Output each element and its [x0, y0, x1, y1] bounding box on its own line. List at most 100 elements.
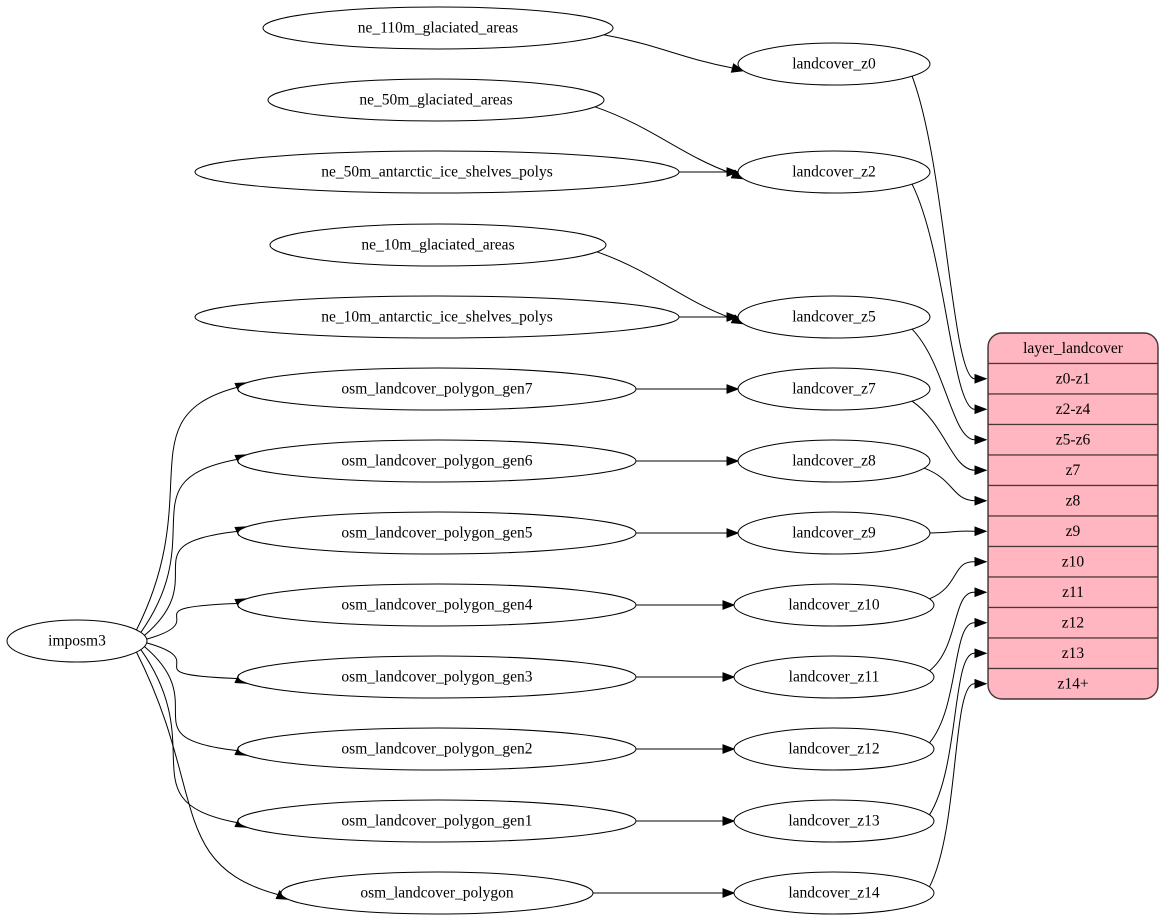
node-label: landcover_z11 — [789, 669, 880, 686]
edge-imposm3-to-osm_landcover_polygon_gen4 — [146, 603, 237, 640]
node-landcover_z10[interactable]: landcover_z10 — [733, 583, 935, 627]
node-label: landcover_z14 — [788, 885, 879, 902]
edge-arrowhead — [974, 678, 988, 689]
edge-arrowhead — [974, 587, 988, 598]
node-label: osm_landcover_polygon_gen5 — [341, 525, 532, 542]
node-ellipse — [737, 295, 931, 339]
node-landcover_z8[interactable]: landcover_z8 — [737, 439, 931, 483]
node-osm_landcover_polygon_gen2[interactable]: osm_landcover_polygon_gen2 — [237, 727, 637, 771]
node-osm_landcover_polygon_gen7[interactable]: osm_landcover_polygon_gen7 — [237, 367, 637, 411]
node-landcover_z0[interactable]: landcover_z0 — [737, 42, 931, 86]
node-label: landcover_z13 — [788, 813, 879, 830]
node-label: osm_landcover_polygon_gen1 — [341, 813, 532, 830]
table-row-z12[interactable] — [988, 606, 1158, 639]
node-ellipse — [269, 223, 607, 267]
edge-landcover_z2-to-z2-z4 — [911, 183, 975, 410]
edge-landcover_z11-to-z11 — [929, 591, 975, 672]
node-landcover_z9[interactable]: landcover_z9 — [737, 511, 931, 555]
node-osm_landcover_polygon_gen6[interactable]: osm_landcover_polygon_gen6 — [237, 439, 637, 483]
node-ellipse — [237, 655, 637, 699]
table-row-z5-z6[interactable] — [988, 423, 1158, 456]
node-ne_50m_antarctic_ice_shelves_polys[interactable]: ne_50m_antarctic_ice_shelves_polys — [194, 150, 680, 194]
node-osm_landcover_polygon[interactable]: osm_landcover_polygon — [280, 871, 594, 915]
edge-arrowhead — [722, 744, 736, 754]
edge-arrowhead — [722, 816, 736, 826]
node-ellipse — [733, 583, 935, 627]
node-ellipse — [737, 367, 931, 411]
node-ellipse — [194, 295, 680, 339]
table-row-label: z13 — [1062, 645, 1085, 662]
node-osm_landcover_polygon_gen1[interactable]: osm_landcover_polygon_gen1 — [237, 799, 637, 843]
table-row-z9[interactable] — [988, 515, 1158, 548]
layer-landcover-table[interactable]: layer_landcoverz0-z1z2-z4z5-z6z7z8z9z10z… — [987, 332, 1159, 700]
node-ne_10m_antarctic_ice_shelves_polys[interactable]: ne_10m_antarctic_ice_shelves_polys — [194, 295, 680, 339]
node-label: landcover_z10 — [788, 597, 879, 614]
node-landcover_z14[interactable]: landcover_z14 — [733, 871, 935, 915]
node-osm_landcover_polygon_gen3[interactable]: osm_landcover_polygon_gen3 — [237, 655, 637, 699]
node-ne_50m_glaciated_areas[interactable]: ne_50m_glaciated_areas — [267, 78, 605, 122]
node-label: osm_landcover_polygon_gen2 — [341, 741, 532, 758]
table-row-z11[interactable] — [988, 576, 1158, 609]
node-ellipse — [737, 150, 931, 194]
edge-landcover_z10-to-z10 — [929, 561, 975, 600]
node-ellipse — [237, 439, 637, 483]
table-outline — [987, 332, 1159, 700]
edge-arrowhead — [974, 404, 988, 415]
node-ellipse — [237, 367, 637, 411]
table-row-label: z9 — [1066, 523, 1081, 540]
node-landcover_z13[interactable]: landcover_z13 — [733, 799, 935, 843]
table-row-label: z8 — [1066, 492, 1081, 509]
table-row-z2-z4[interactable] — [988, 393, 1158, 426]
node-ellipse — [267, 78, 605, 122]
node-label: landcover_z0 — [792, 56, 876, 73]
node-osm_landcover_polygon_gen5[interactable]: osm_landcover_polygon_gen5 — [237, 511, 637, 555]
edge-arrowhead — [726, 384, 740, 394]
edge-arrowhead — [726, 528, 740, 538]
edge-imposm3-to-osm_landcover_polygon_gen6 — [140, 459, 237, 633]
edge-imposm3-to-osm_landcover_polygon_gen2 — [144, 646, 237, 751]
edge-arrowhead — [730, 63, 745, 73]
edge-arrowhead — [726, 312, 740, 322]
table-row-label: z0-z1 — [1056, 370, 1090, 387]
edge-imposm3-to-osm_landcover_polygon_gen5 — [144, 531, 237, 636]
table-row-z0-z1[interactable] — [988, 362, 1158, 395]
node-ellipse — [733, 655, 935, 699]
node-osm_landcover_polygon_gen4[interactable]: osm_landcover_polygon_gen4 — [237, 583, 637, 627]
node-label: ne_10m_antarctic_ice_shelves_polys — [321, 309, 553, 326]
edge-arrowhead — [722, 600, 736, 610]
node-ellipse — [237, 511, 637, 555]
node-label: osm_landcover_polygon_gen6 — [341, 453, 532, 470]
nodes-layer: imposm3 ne_110m_glaciated_areas ne_50m_gla… — [6, 6, 935, 915]
table-row-label: z12 — [1062, 614, 1084, 631]
node-label: osm_landcover_polygon — [360, 885, 514, 902]
table-row-z14+[interactable] — [988, 667, 1158, 700]
table-row-z8[interactable] — [988, 484, 1158, 517]
node-ellipse — [237, 727, 637, 771]
edge-imposm3-to-osm_landcover_polygon_gen3 — [146, 642, 237, 679]
node-label: ne_50m_glaciated_areas — [359, 92, 512, 109]
edges-layer — [136, 34, 988, 900]
node-ellipse — [733, 727, 935, 771]
node-landcover_z12[interactable]: landcover_z12 — [733, 727, 935, 771]
edge-landcover_z7-to-z7 — [911, 400, 975, 471]
node-ellipse — [194, 150, 680, 194]
node-label: landcover_z5 — [792, 309, 876, 326]
edge-ne_50m_glaciated_areas-to-landcover_z2 — [594, 106, 733, 175]
node-ne_10m_glaciated_areas[interactable]: ne_10m_glaciated_areas — [269, 223, 607, 267]
node-imposm3[interactable]: imposm3 — [6, 619, 148, 663]
node-landcover_z2[interactable]: landcover_z2 — [737, 150, 931, 194]
node-landcover_z5[interactable]: landcover_z5 — [737, 295, 931, 339]
edge-imposm3-to-osm_landcover_polygon_gen1 — [140, 649, 237, 823]
edge-arrowhead — [974, 526, 988, 537]
node-landcover_z7[interactable]: landcover_z7 — [737, 367, 931, 411]
node-ne_110m_glaciated_areas[interactable]: ne_110m_glaciated_areas — [262, 6, 614, 50]
node-label: ne_110m_glaciated_areas — [358, 20, 518, 37]
edge-landcover_z9-to-z9 — [929, 530, 975, 534]
node-landcover_z11[interactable]: landcover_z11 — [733, 655, 935, 699]
edge-ne_10m_glaciated_areas-to-landcover_z5 — [596, 251, 734, 320]
node-label: landcover_z9 — [792, 525, 876, 542]
edge-arrowhead — [974, 648, 988, 659]
node-label: ne_50m_antarctic_ice_shelves_polys — [321, 164, 553, 181]
edge-arrowhead — [722, 888, 736, 898]
